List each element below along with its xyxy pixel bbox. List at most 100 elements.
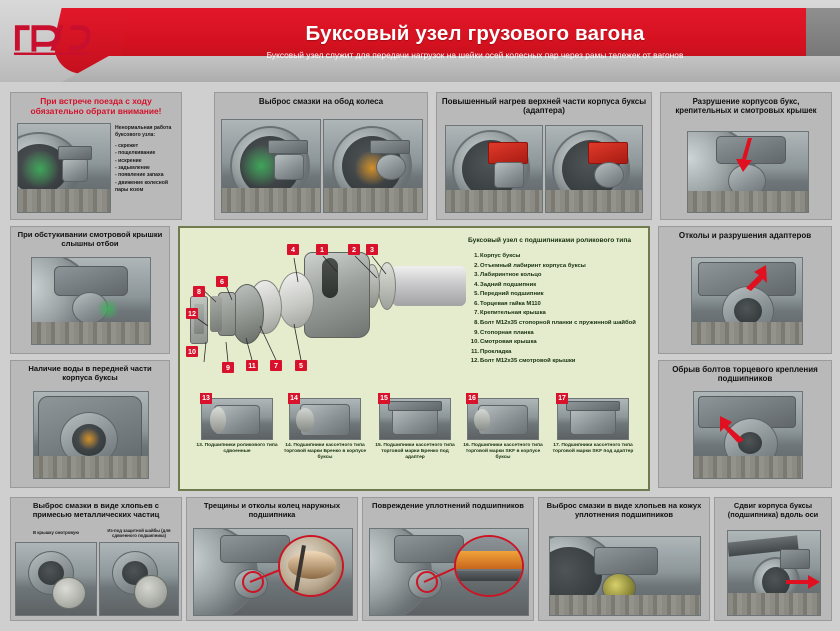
panel-grease-on-seal-cover[interactable]: Выброс смазки в виде хлопьев на кожух уп… [538,497,710,621]
panel-bolt-breakage[interactable]: Обрыв болтов торцевого крепления подшипн… [658,360,832,488]
legend-text: Смотровая крышка [480,339,537,346]
legend-text: Стопорная планка [480,329,534,336]
legend-num: 7. [474,310,479,317]
bearing-type-gallery: 13 13. Подшипники роликового типа сдвоен… [186,393,646,486]
bearing-type-17[interactable]: 17 17. Подшипники кассетного типа торгов… [550,393,636,455]
legend-item: 12.Болт М12х35 смотровой крышки [470,357,650,367]
bearing-image-13 [201,398,273,440]
panel-title-grease-rim: Выброс смазки на обод колеса [258,97,384,106]
panel-housing-destruction[interactable]: Разрушение корпусов букс, крепительных и… [660,92,832,220]
photo-ring-cracks [193,528,353,616]
photo-destroyed-cover [687,131,809,213]
legend-num: 9. [474,329,479,336]
callout-6: 6 [216,276,228,287]
legend-item: 4.Задний подшипник [470,281,650,291]
arrow-pointer-icon [746,265,767,291]
photo-flakes-right [99,542,179,616]
legend-num: 11. [471,348,479,355]
legend-num: 8. [474,319,479,326]
bearing-type-15[interactable]: 15 15. Подшипники кассетного типа торгов… [372,393,458,461]
bearing-type-13[interactable]: 13 13. Подшипники роликового типа сдвоен… [194,393,280,455]
photo-grease-rim-left [221,119,321,213]
legend-num: 10. [470,339,479,346]
panel-seal-damage[interactable]: Повреждение уплотнений подшипников [362,497,534,621]
panel-title-grease-seal-cover: Выброс смазки в виде хлопьев на кожух уп… [546,501,702,519]
exploded-drawing: 1 2 3 4 5 6 7 8 9 10 11 12 [186,234,470,392]
panel-title-flakes-metal: Выброс смазки в виде хлопьев с примесью … [32,501,160,519]
bearing-type-14[interactable]: 14 14. Подшипники кассетного типа торгов… [282,393,368,461]
bearing-image-14 [289,398,361,440]
bearing-type-16[interactable]: 16 16. Подшипники кассетного типа торгов… [460,393,546,461]
photo-grease-rim-right [323,119,423,213]
panel-warning-signs[interactable]: При встрече поезда с ходу обязательно об… [10,92,182,220]
abnormal-list-title: Ненормальная работа буксового узла: [115,125,172,139]
bearing-caption-15: 15. Подшипники кассетного типа торговой … [375,443,455,461]
legend-text: Крепительная крышка [480,310,546,317]
abnormal-item: - появление запаха [115,172,164,179]
abnormal-work-list: Ненормальная работа буксового узла: - ск… [115,125,181,194]
legend-num: 12. [470,358,479,365]
callout-5: 5 [295,360,307,371]
zoom-detail-circle [278,535,344,597]
arrow-pointer-icon [736,138,752,172]
legend-text: Корпус буксы [480,253,521,259]
callout-8: 8 [193,286,205,297]
panel-grease-flakes-metal[interactable]: Выброс смазки в виде хлопьев с примесью … [10,497,182,621]
abnormal-item: пары юзом [115,187,144,193]
abnormal-item: - движение колесной [115,179,168,186]
legend-num: 3. [474,272,479,279]
rzd-logo-icon [12,12,90,58]
callout-3: 3 [366,244,378,255]
arrow-right-icon [786,575,820,589]
legend-text: Задний подшипник [480,281,537,288]
zoom-detail-circle [454,535,524,597]
subcaption-right: Из-под защитной шайбы (для сдвоенного по… [107,528,171,539]
abnormal-item: - искрение [115,157,142,164]
subcaption-left: В крышку смотровую [32,530,80,535]
photo-front-housing [33,391,149,479]
callout-4: 4 [287,244,299,255]
panel-cover-tapping[interactable]: При обстукивании смотровой крышки слышны… [10,226,170,354]
legend-num: 6. [474,300,479,307]
panel-grease-on-rim[interactable]: Выброс смазки на обод колеса [214,92,428,220]
bearing-image-15 [379,398,451,440]
panel-ring-cracks[interactable]: Трещины и отколы колец наружных подшипни… [186,497,358,621]
sub-badge-17: 17 [556,393,568,404]
legend-text: Болт М12х35 смотровой крышки [480,358,576,365]
panel-title-destruction: Разрушение корпусов букс, крепительных и… [675,97,817,116]
bearing-image-16 [467,398,539,440]
callout-2: 2 [348,244,360,255]
panel-adapter-chips[interactable]: Отколы и разрушения адаптеров [658,226,832,354]
legend-item: 1.Корпус буксы [470,252,650,262]
legend-item: 11.Прокладка [470,348,650,358]
abnormal-item: - задымление [115,164,150,171]
panel-title-warning: При встрече поезда с ходу обязательно об… [30,96,162,116]
legend-text: Болт М12х35 стопорной планки с пружинной… [480,319,636,326]
header-grey-wedge [62,56,840,82]
legend-item: 10.Смотровая крышка [470,338,650,348]
page-title: Буксовый узел грузового вагона [305,22,645,45]
photo-grease-seal-cover [549,536,701,616]
panel-exploded-diagram[interactable]: 1 2 3 4 5 6 7 8 9 10 11 12 Буксовый узел… [178,226,650,491]
panel-title-adapter-chips: Отколы и разрушения адаптеров [678,231,812,240]
legend-item: 6.Торцевая гайка М110 [470,300,650,310]
panel-water-presence[interactable]: Наличие воды в передней части корпуса бу… [10,360,170,488]
photo-adapter-chip [691,257,803,345]
panel-title-tapping: При обстукивании смотровой крышки слышны… [17,230,163,248]
legend-num: 2. [474,262,479,269]
arrow-pointer-icon [720,416,744,443]
bearing-caption-17: 17. Подшипники кассетного типа торговой … [552,443,634,455]
legend-item: 2.Отъемный лабиринт корпуса буксы [470,262,650,272]
abnormal-item: - скрежет [115,142,139,149]
panel-overheating[interactable]: Повышенный нагрев верхней части корпуса … [436,92,652,220]
bearing-caption-14: 14. Подшипники кассетного типа торговой … [283,443,367,461]
legend-text: Лабиринтное кольцо [480,272,542,279]
panel-title-bolt-breakage: Обрыв болтов торцевого крепления подшипн… [672,365,818,384]
sub-badge-14: 14 [288,393,300,404]
photo-broken-bolts [693,391,803,479]
panel-axial-shift[interactable]: Сдвиг корпуса буксы (подшипника) вдоль о… [714,497,832,621]
panel-title-seal-damage: Повреждение уплотнений подшипников [372,501,524,510]
legend-item: 7.Крепительная крышка [470,309,650,319]
callout-12: 12 [186,308,198,319]
photo-flakes-left [15,542,97,616]
